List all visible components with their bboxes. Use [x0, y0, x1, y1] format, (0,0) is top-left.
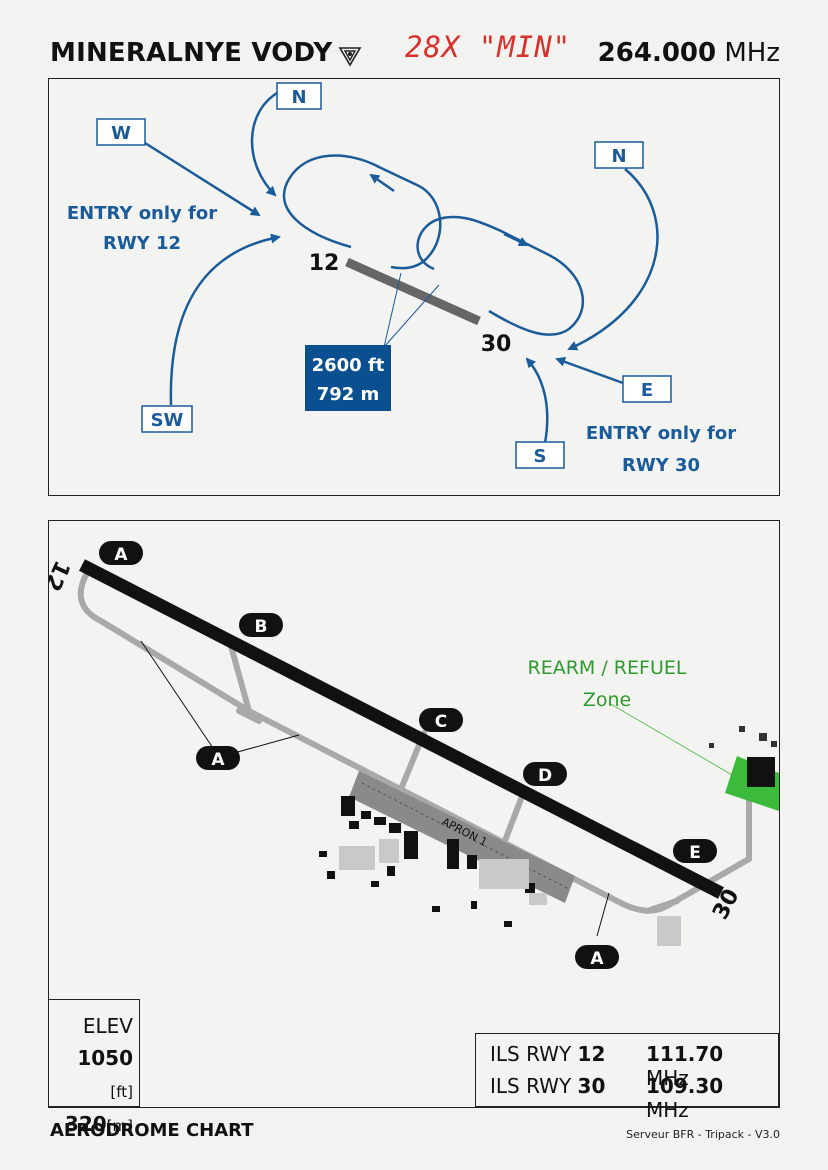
- holding-pattern-west: [282, 154, 442, 270]
- ils-freq-unit: MHz: [646, 1098, 689, 1122]
- entry-box-n-east: N: [594, 141, 644, 169]
- taxiway-label-c: C: [419, 708, 463, 732]
- runway: [79, 559, 724, 899]
- taxiway-label-text: D: [538, 766, 552, 786]
- taxiway-label-text: A: [211, 750, 225, 770]
- taxiway-a-leader: [596, 892, 610, 937]
- runway-end-12: 12: [49, 556, 74, 594]
- chart-credit: Serveur BFR - Tripack - V3.0: [626, 1128, 780, 1141]
- runway-strip: [345, 257, 481, 326]
- holding-arrow: [369, 173, 395, 193]
- entry-arrow-n-east: [567, 168, 659, 351]
- rearm-leader: [608, 702, 740, 780]
- length-leader: [383, 284, 440, 348]
- entry-arrow-e: [555, 357, 624, 385]
- elevation-box: ELEV 1050 [ft] 320[m]: [48, 999, 140, 1136]
- entry-note-30-line1: ENTRY only for: [586, 423, 736, 444]
- taxiway-label-text: C: [435, 712, 447, 732]
- chart-name: AERODROME CHART: [50, 1120, 254, 1141]
- entry-note-12-line2: RWY 12: [103, 233, 181, 254]
- entry-label: W: [111, 123, 131, 144]
- taxiway-label-a-bottom: A: [575, 945, 619, 969]
- ils-row-30: ILS RWY 30 109.30 MHz: [490, 1074, 770, 1122]
- entry-box-n-west: N: [276, 82, 322, 110]
- entry-arrow-s: [525, 357, 549, 444]
- entry-label: SW: [151, 410, 184, 431]
- elevation-ft: 1050 [ft]: [49, 1042, 139, 1108]
- elevation-m-unit: [m]: [106, 1117, 133, 1135]
- rearm-structures: [709, 726, 777, 748]
- elevation-ft-value: 1050: [77, 1046, 133, 1070]
- rearm-label-line1: REARM / REFUEL: [528, 657, 687, 679]
- taxiway-label-b: B: [239, 613, 283, 637]
- airport-name: MINERALNYE VODY: [50, 38, 333, 68]
- ils-freq-value: 111.70: [646, 1042, 724, 1066]
- elevation-m-value: 320: [64, 1112, 107, 1136]
- elevation-m: 320[m]: [49, 1108, 139, 1142]
- ils-runway: 30: [577, 1074, 606, 1098]
- entry-arrow-sw: [169, 233, 281, 406]
- approach-diagram: N W N SW E S ENTRY only f: [67, 82, 736, 476]
- runway-end-12: 12: [309, 251, 340, 276]
- ils-freq-value: 109.30: [646, 1074, 724, 1098]
- ils-runway: 12: [577, 1042, 606, 1066]
- ils-frequency: 111.70 MHz: [646, 1042, 770, 1090]
- taxiway-label-text: E: [689, 843, 701, 863]
- taxiway-label-text: A: [114, 545, 128, 565]
- frequency-unit: MHz: [724, 38, 780, 68]
- ils-prefix: ILS RWY: [490, 1042, 572, 1066]
- entry-note-12-line1: ENTRY only for: [67, 203, 217, 224]
- entry-label: N: [291, 87, 306, 108]
- entry-note-30-line2: RWY 30: [622, 455, 700, 476]
- length-leader: [383, 272, 402, 348]
- ils-frequency: 109.30 MHz: [646, 1074, 770, 1122]
- runway-length-ft: 2600 ft: [312, 355, 385, 376]
- tacan-channel: 28X "MIN": [405, 30, 572, 64]
- vortac-icon: [338, 47, 362, 67]
- aerodrome-panel: REARM / REFUEL Zone A B A C: [48, 520, 780, 1108]
- frequency-value: 264.000: [597, 38, 717, 68]
- taxiway-a-leader: [233, 734, 300, 754]
- rearm-building: [747, 757, 775, 787]
- taxiway-label-a-top: A: [99, 541, 143, 565]
- rearm-label-line2: Zone: [583, 689, 631, 711]
- entry-box-e: E: [622, 375, 672, 403]
- entry-label: N: [611, 146, 626, 167]
- frequency: 264.000 MHz: [598, 38, 780, 68]
- ils-freq-unit: MHz: [646, 1066, 689, 1090]
- runway-end-30: 30: [481, 332, 512, 357]
- ils-box: ILS RWY 12 111.70 MHz ILS RWY 30 109.30 …: [475, 1033, 779, 1122]
- taxiway-label-e: E: [673, 839, 717, 863]
- entry-label: S: [534, 446, 547, 467]
- entry-label: E: [641, 380, 653, 401]
- entry-arrow-n-west: [250, 91, 278, 197]
- chart-header: MINERALNYE VODY 28X "MIN" 264.000 MHz: [50, 30, 780, 76]
- taxiway-label-text: B: [255, 617, 268, 637]
- entry-arrow-w: [144, 141, 261, 217]
- entry-box-s: S: [515, 441, 565, 469]
- runway-length-box: 2600 ft 792 m: [305, 345, 391, 411]
- taxiway-a-leader: [140, 640, 218, 755]
- buildings: [319, 796, 535, 927]
- runway-length-m: 792 m: [317, 384, 380, 405]
- entry-box-w: W: [96, 118, 146, 146]
- apron-centerline: [361, 782, 570, 890]
- ils-prefix: ILS RWY: [490, 1074, 572, 1098]
- taxiway-label-text: A: [590, 949, 604, 969]
- elevation-label: ELEV: [82, 1014, 133, 1038]
- taxiway-network: [77, 570, 752, 914]
- taxiway-label-d: D: [523, 762, 567, 786]
- ils-row-12: ILS RWY 12 111.70 MHz: [490, 1042, 770, 1090]
- entry-box-sw: SW: [141, 405, 193, 433]
- holding-pattern-east: [416, 215, 585, 336]
- minor-structures: [339, 839, 681, 946]
- taxiway-label-a-mid: A: [196, 746, 240, 770]
- elevation-ft-unit: [ft]: [110, 1083, 133, 1101]
- aerodrome-diagram: REARM / REFUEL Zone A B A C: [49, 541, 779, 969]
- holding-arrow: [503, 232, 529, 247]
- approach-panel: N W N SW E S ENTRY only f: [48, 78, 780, 496]
